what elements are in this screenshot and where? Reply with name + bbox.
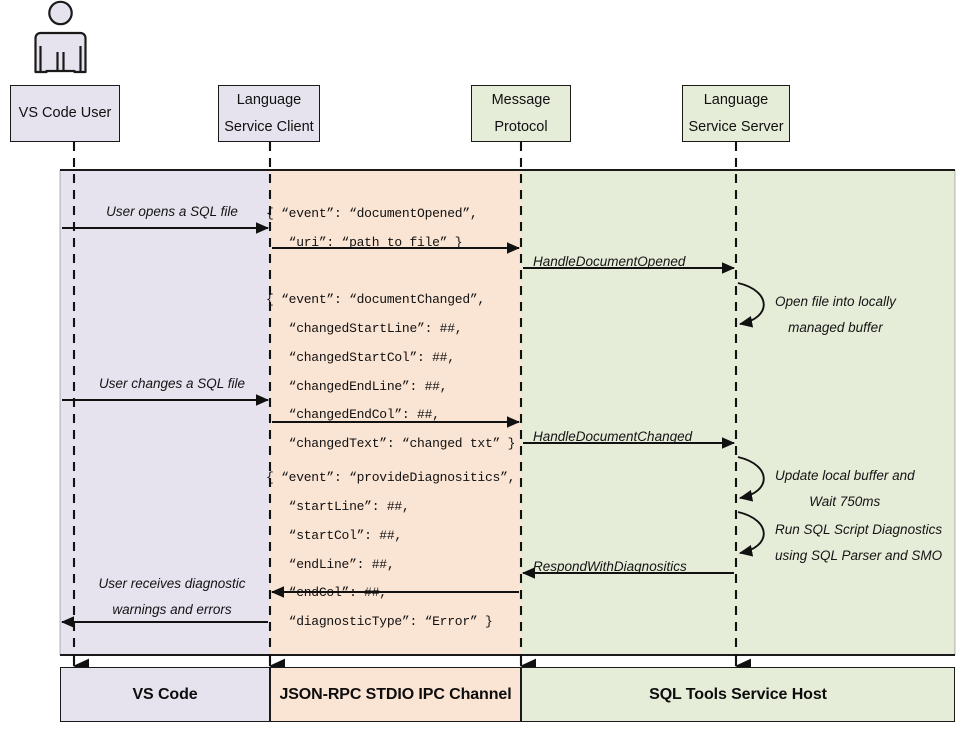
footer-box-vs-code[interactable]: VS Code (60, 667, 270, 722)
note-open-file-into-buffer: Open file into locally managed buffer (775, 289, 896, 340)
document-changed-payload: { “event”: “documentChanged”, “changedSt… (266, 292, 516, 452)
participant-label-line1: Language (703, 91, 769, 108)
self-loop-arcs (737, 282, 765, 557)
footer-label: JSON-RPC STDIO IPC Channel (279, 685, 512, 703)
label-line1: User receives diagnostic (98, 576, 246, 591)
note-line2: Wait 750ms (809, 493, 881, 509)
participant-label-line2: Service Server (688, 118, 784, 135)
provide-diagnostics-payload: { “event”: “provideDiagnositics”, “start… (266, 470, 516, 630)
note-line1: Update local buffer and (775, 468, 915, 483)
footer-label: SQL Tools Service Host (649, 685, 827, 703)
message-arrows (60, 222, 736, 628)
band-vs-code (60, 170, 270, 655)
note-run-sql-script-diagnostics: Run SQL Script Diagnostics using SQL Par… (775, 517, 942, 568)
band-jsonrpc (270, 170, 521, 655)
participant-box-message-protocol[interactable]: Message Protocol (471, 85, 571, 142)
note-line2: managed buffer (788, 319, 883, 335)
participant-box-language-service-server[interactable]: Language Service Server (682, 85, 790, 142)
footer-label: VS Code (132, 685, 198, 703)
participant-label-line1: Language (236, 91, 302, 108)
message-label-user-changes-sql-file: User changes a SQL file (98, 376, 246, 391)
self-loop-update-buffer (737, 456, 765, 502)
person-icon (34, 0, 87, 74)
participant-label-line2: Service Client (224, 118, 314, 135)
note-line1: Open file into locally (775, 294, 896, 309)
note-line1: Run SQL Script Diagnostics (775, 522, 943, 537)
message-label-handle-document-opened: HandleDocumentOpened (533, 254, 686, 269)
self-loop-run-diagnostics (737, 511, 765, 557)
participant-box-vs-code-user[interactable]: VS Code User (10, 85, 120, 142)
participant-label-line2: Protocol (494, 118, 548, 135)
self-loop-open-file (737, 282, 765, 328)
message-label-user-receives-diagnostics: User receives diagnostic warnings and er… (74, 571, 270, 622)
note-update-buffer-wait: Update local buffer and Wait 750ms (775, 463, 915, 514)
footer-box-jsonrpc-stdio-ipc-channel[interactable]: JSON-RPC STDIO IPC Channel (270, 667, 521, 722)
band-sql-tools-host (521, 170, 955, 655)
message-label-handle-document-changed: HandleDocumentChanged (533, 429, 693, 444)
document-opened-payload: { “event”: “documentOpened”, “uri”: “pat… (266, 206, 478, 250)
message-label-user-opens-sql-file: User opens a SQL file (106, 204, 238, 219)
message-label-respond-with-diagnositics: RespondWithDiagnositics (533, 559, 687, 574)
participant-box-language-service-client[interactable]: Language Service Client (218, 85, 320, 142)
footer-box-sql-tools-service-host[interactable]: SQL Tools Service Host (521, 667, 955, 722)
participant-label-line1: VS Code User (18, 105, 112, 122)
participant-label-line1: Message (491, 91, 551, 108)
label-line2: warnings and errors (112, 601, 232, 617)
note-line2: using SQL Parser and SMO (775, 547, 943, 563)
